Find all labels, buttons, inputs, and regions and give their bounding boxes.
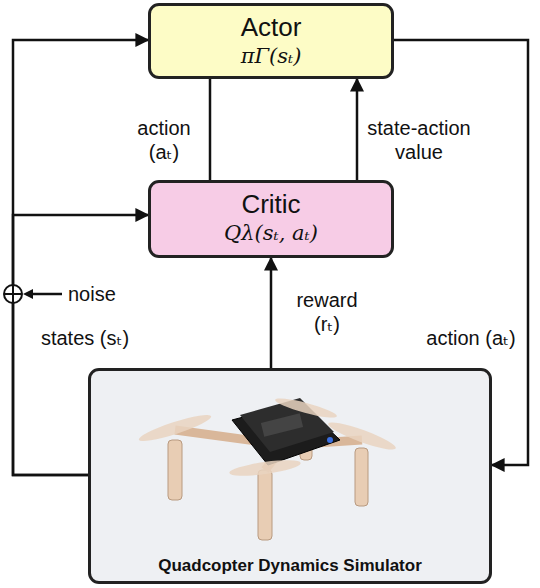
edge-label: action (aₜ) bbox=[128, 116, 200, 164]
edge-label: action (aₜ) bbox=[404, 326, 538, 350]
signal-arrow bbox=[209, 79, 212, 180]
signal-label: noise bbox=[68, 282, 116, 306]
node-formula: πΓ(sₜ) bbox=[241, 42, 302, 70]
summing-junction bbox=[4, 285, 22, 303]
edge-label: reward (rₜ) bbox=[286, 288, 368, 336]
critic-box: CriticQλ(sₜ, aₜ) bbox=[148, 180, 394, 258]
node-title: Critic bbox=[241, 189, 300, 219]
noise-arrow bbox=[23, 289, 62, 299]
node-title: Quadcopter Dynamics Simulator bbox=[158, 556, 422, 576]
node-title: Actor bbox=[241, 12, 302, 42]
quadcopter-illustration bbox=[137, 395, 398, 540]
edge-label: state-action value bbox=[360, 116, 478, 164]
signal-arrow bbox=[356, 79, 359, 180]
simulator-box: Quadcopter Dynamics Simulator bbox=[88, 368, 492, 584]
node-formula: Qλ(sₜ, aₜ) bbox=[224, 219, 318, 247]
actor-box: ActorπΓ(sₜ) bbox=[148, 3, 394, 79]
edge-label: states (sₜ) bbox=[20, 326, 150, 350]
signal-arrow bbox=[270, 258, 273, 368]
